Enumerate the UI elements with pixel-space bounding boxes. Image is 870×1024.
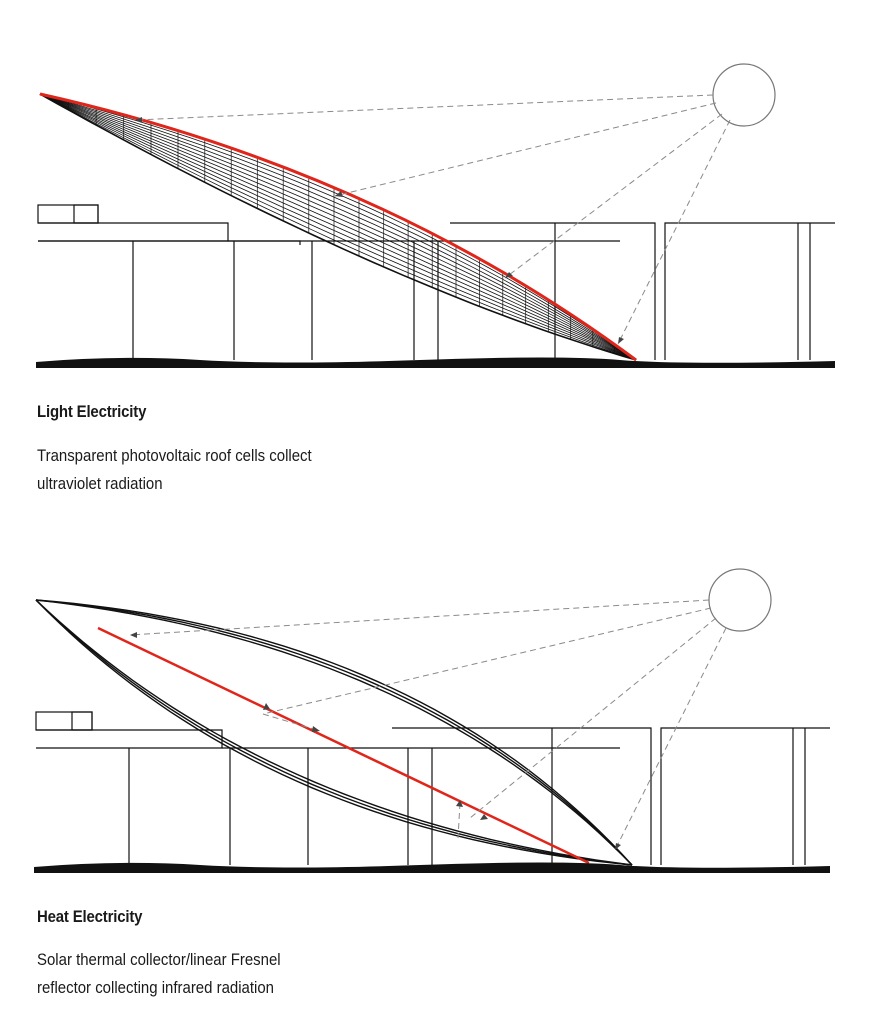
shell-curve <box>35 599 633 866</box>
description-line: Solar thermal collector/linear Fresnel <box>37 950 281 969</box>
mesh-curve <box>39 93 637 361</box>
shell-curve <box>35 599 633 866</box>
fresnel-red-absorber <box>97 626 590 865</box>
shell-curve <box>35 599 633 866</box>
ground-line <box>36 357 835 368</box>
shell-curve <box>35 599 633 866</box>
ray-arrowheads <box>130 632 621 850</box>
description-line: ultraviolet radiation <box>37 474 163 493</box>
description-line: reflector collecting infrared radiation <box>37 978 274 997</box>
panel-description: Transparent photovoltaic roof cells coll… <box>37 442 312 498</box>
heat-electricity-diagram <box>34 568 830 873</box>
pv-roof-mesh <box>39 93 637 361</box>
light-electricity-diagram <box>36 63 835 368</box>
building-outlines <box>37 204 835 360</box>
sun-icon <box>708 568 772 632</box>
building-outlines <box>35 711 830 865</box>
panel-heat-electricity: Heat Electricity Solar thermal collector… <box>0 520 870 1024</box>
sun-icon <box>712 63 776 127</box>
description-line: Transparent photovoltaic roof cells coll… <box>37 446 312 465</box>
sun-rays <box>134 94 731 345</box>
panel-light-electricity: Light Electricity Transparent photovolta… <box>36 63 835 498</box>
panel-title: Light Electricity <box>37 402 147 421</box>
panel-description: Solar thermal collector/linear Fresnel r… <box>37 946 281 1002</box>
ground-line <box>34 862 830 873</box>
panel-title: Heat Electricity <box>37 907 143 926</box>
pv-roof-red-edge <box>39 92 637 362</box>
shell-curve <box>35 599 633 866</box>
ray-arrowheads <box>135 117 624 344</box>
sun-rays <box>129 599 727 851</box>
